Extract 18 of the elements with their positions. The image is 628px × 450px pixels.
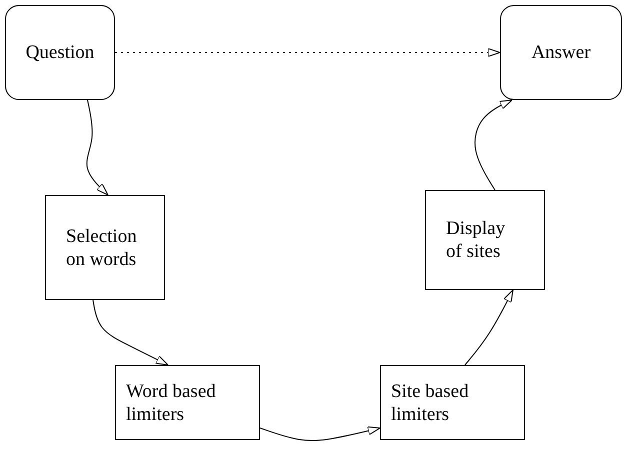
arrow <box>474 100 512 190</box>
node-label: Question <box>26 41 94 64</box>
arrow <box>92 300 169 366</box>
node-label: Answer <box>531 41 591 64</box>
process-box <box>115 365 260 440</box>
process-box <box>425 190 545 290</box>
arrow <box>260 426 380 442</box>
node-label: Selection on words <box>66 224 138 270</box>
arrow <box>86 100 108 196</box>
terminal-box <box>5 5 115 100</box>
node-label: Site based limiters <box>391 380 470 426</box>
arrow <box>114 48 500 57</box>
process-box <box>380 365 525 440</box>
node-label: Word based limiters <box>126 380 217 426</box>
arrow <box>464 290 514 366</box>
process-box <box>45 195 165 300</box>
node-label: Display of sites <box>446 217 506 263</box>
terminal-box <box>500 5 622 100</box>
